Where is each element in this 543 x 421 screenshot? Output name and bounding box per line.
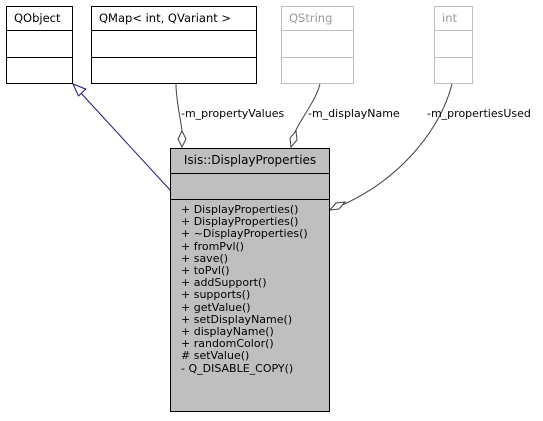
attributes-section: [282, 30, 353, 57]
method-item: + randomColor(): [181, 337, 274, 351]
method-item: + toPvl(): [181, 264, 230, 278]
property-values-line: [175, 83, 183, 132]
methods-section: [92, 57, 256, 83]
class-box-qstring: QString: [281, 6, 354, 84]
attributes-section: [92, 30, 256, 57]
method-item: + ~DisplayProperties(): [181, 227, 308, 241]
class-name-qmap: QMap< int, QVariant >: [99, 11, 232, 25]
inheritance-line: [79, 91, 171, 191]
attributes-section: [171, 173, 329, 199]
class-box-qmap: QMap< int, QVariant >: [91, 6, 257, 84]
properties-used-line: [339, 83, 453, 207]
method-item: + displayName(): [181, 325, 274, 339]
methods-section: + DisplayProperties() + DisplayPropertie…: [171, 199, 329, 375]
methods-section: [282, 57, 353, 83]
class-name-qobject: QObject: [14, 11, 61, 25]
class-name-int: int: [442, 11, 457, 25]
method-item: + getValue(): [181, 300, 251, 314]
display-name-line: [294, 83, 321, 133]
method-item: + supports(): [181, 288, 251, 302]
class-box-display-properties: Isis::DisplayProperties + DisplayPropert…: [170, 148, 330, 412]
inheritance-arrowhead: [72, 83, 87, 97]
methods-section: [435, 57, 472, 83]
method-item: + DisplayProperties(): [181, 215, 299, 229]
methods-section: [7, 57, 72, 83]
display-name-diamond: [289, 129, 298, 149]
edge-label-display-name: -m_displayName: [308, 107, 400, 120]
edge-label-properties-used: -m_propertiesUsed: [427, 107, 531, 120]
properties-used-diamond: [328, 201, 347, 211]
method-item: - Q_DISABLE_COPY(): [181, 361, 294, 375]
method-item: + addSupport(): [181, 276, 267, 290]
class-box-qobject: QObject: [6, 6, 73, 84]
class-box-int: int: [434, 6, 473, 84]
class-name-qstring: QString: [289, 11, 333, 25]
attributes-section: [7, 30, 72, 57]
attributes-section: [435, 30, 472, 57]
method-item: + save(): [181, 251, 229, 265]
method-item: + setDisplayName(): [181, 312, 293, 326]
method-item: + DisplayProperties(): [181, 203, 299, 216]
edge-label-property-values: -m_propertyValues: [181, 107, 285, 120]
method-item: # setValue(): [181, 349, 250, 363]
class-name-display-properties: Isis::DisplayProperties: [183, 153, 317, 167]
method-item: + fromPvl(): [181, 239, 245, 253]
property-values-diamond: [177, 129, 187, 149]
